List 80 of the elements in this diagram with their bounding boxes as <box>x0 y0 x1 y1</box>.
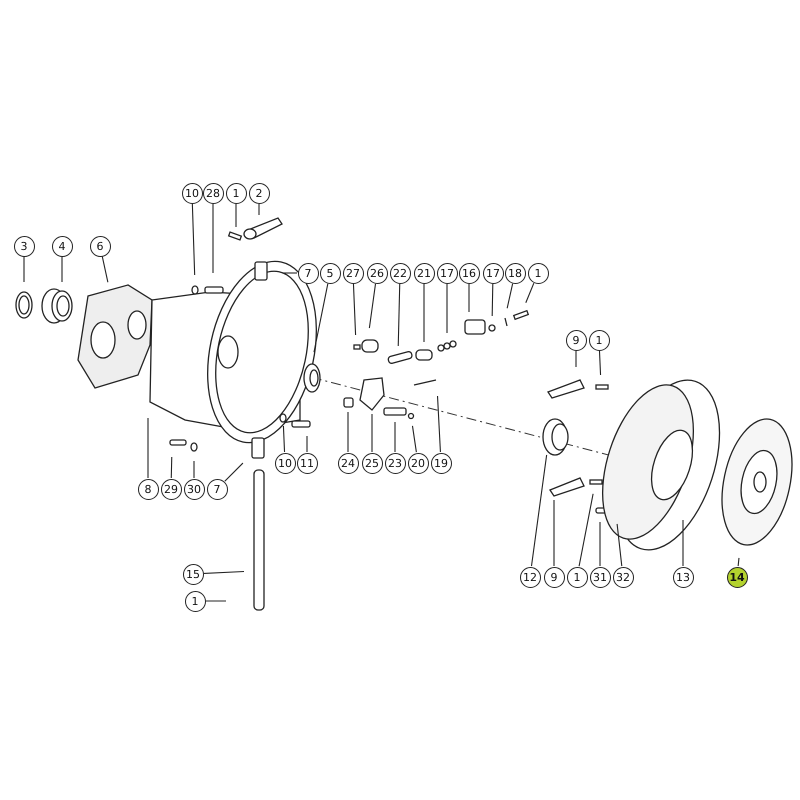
leader-line <box>313 284 328 352</box>
leader-line <box>525 282 534 303</box>
leader-line <box>578 494 594 566</box>
callout-number: 25 <box>362 452 382 474</box>
leader-line <box>738 558 740 566</box>
leader-line <box>530 454 548 566</box>
leader-line <box>394 422 396 452</box>
leader-line <box>423 284 425 342</box>
callout-number: 30 <box>184 478 204 500</box>
callout-number: 7 <box>298 262 318 284</box>
callout-number: 23 <box>384 452 406 474</box>
leader-line <box>212 204 214 273</box>
leader-line <box>553 500 555 566</box>
callout-number: 11 <box>296 452 318 474</box>
leader-line <box>398 284 400 346</box>
leader-line <box>61 257 63 282</box>
callout-number: 13 <box>672 566 694 588</box>
callout-number: 3 <box>14 236 34 256</box>
leader-line <box>368 284 376 328</box>
callout-number: 1 <box>588 330 610 350</box>
callout-number: 7 <box>206 478 228 500</box>
leader-line <box>371 414 373 452</box>
leader-line <box>347 412 349 452</box>
leader-line <box>170 456 172 478</box>
leader-line <box>224 462 244 482</box>
leader-line <box>258 204 260 215</box>
callout-number: 10 <box>274 452 296 474</box>
callout-number: 5 <box>320 262 340 284</box>
callout-number: 1 <box>528 262 548 284</box>
callout-number: 26 <box>366 262 388 284</box>
callout-number: 17 <box>482 262 504 284</box>
callout-number: 14 <box>726 566 748 588</box>
callout-number: 16 <box>458 262 480 284</box>
callout-number: 20 <box>408 452 428 474</box>
callout-number: 1 <box>184 590 206 612</box>
leader-line <box>192 204 196 276</box>
leader-line <box>235 204 237 227</box>
leader-line <box>616 524 622 566</box>
leader-line <box>147 418 149 478</box>
leader-line <box>575 351 577 367</box>
callout-number: 18 <box>504 262 526 284</box>
leader-line <box>23 257 25 282</box>
callout-number: 17 <box>436 262 458 284</box>
leader-line <box>193 461 195 478</box>
callout-number: 8 <box>138 478 158 500</box>
callout-number: 6 <box>90 236 110 256</box>
leader-line <box>102 256 108 282</box>
leader-line <box>282 426 286 452</box>
callout-number: 9 <box>566 330 586 350</box>
leader-line <box>436 396 441 452</box>
leader-line <box>352 284 356 336</box>
callout-number: 1 <box>226 182 246 204</box>
leader-line <box>599 522 601 566</box>
callout-number: 32 <box>612 566 634 588</box>
callout-number: 19 <box>430 452 452 474</box>
callout-number: 9 <box>544 566 564 588</box>
leader-line <box>306 436 308 452</box>
leader-line <box>468 284 470 312</box>
leader-line <box>204 570 244 574</box>
callout-number: 2 <box>248 182 270 204</box>
leader-line <box>206 600 226 602</box>
callout-number: 27 <box>342 262 364 284</box>
callout-number: 28 <box>202 182 224 204</box>
callout-number: 1 <box>566 566 588 588</box>
leader-line <box>412 426 417 452</box>
callout-number: 10 <box>182 182 202 204</box>
callout-number: 12 <box>520 566 540 588</box>
callout-number: 15 <box>182 564 204 584</box>
leader-line <box>282 272 297 274</box>
callout-number: 24 <box>338 452 358 474</box>
leader-line <box>506 284 514 308</box>
leader-line <box>682 520 684 566</box>
leader-line <box>598 350 602 376</box>
callout-number: 29 <box>160 478 182 500</box>
callout-number: 21 <box>414 262 434 284</box>
callout-number: 31 <box>590 566 610 588</box>
leader-line <box>446 284 448 333</box>
callout-number: 22 <box>390 262 410 284</box>
callout-number: 4 <box>52 236 72 256</box>
leader-line <box>492 284 494 316</box>
